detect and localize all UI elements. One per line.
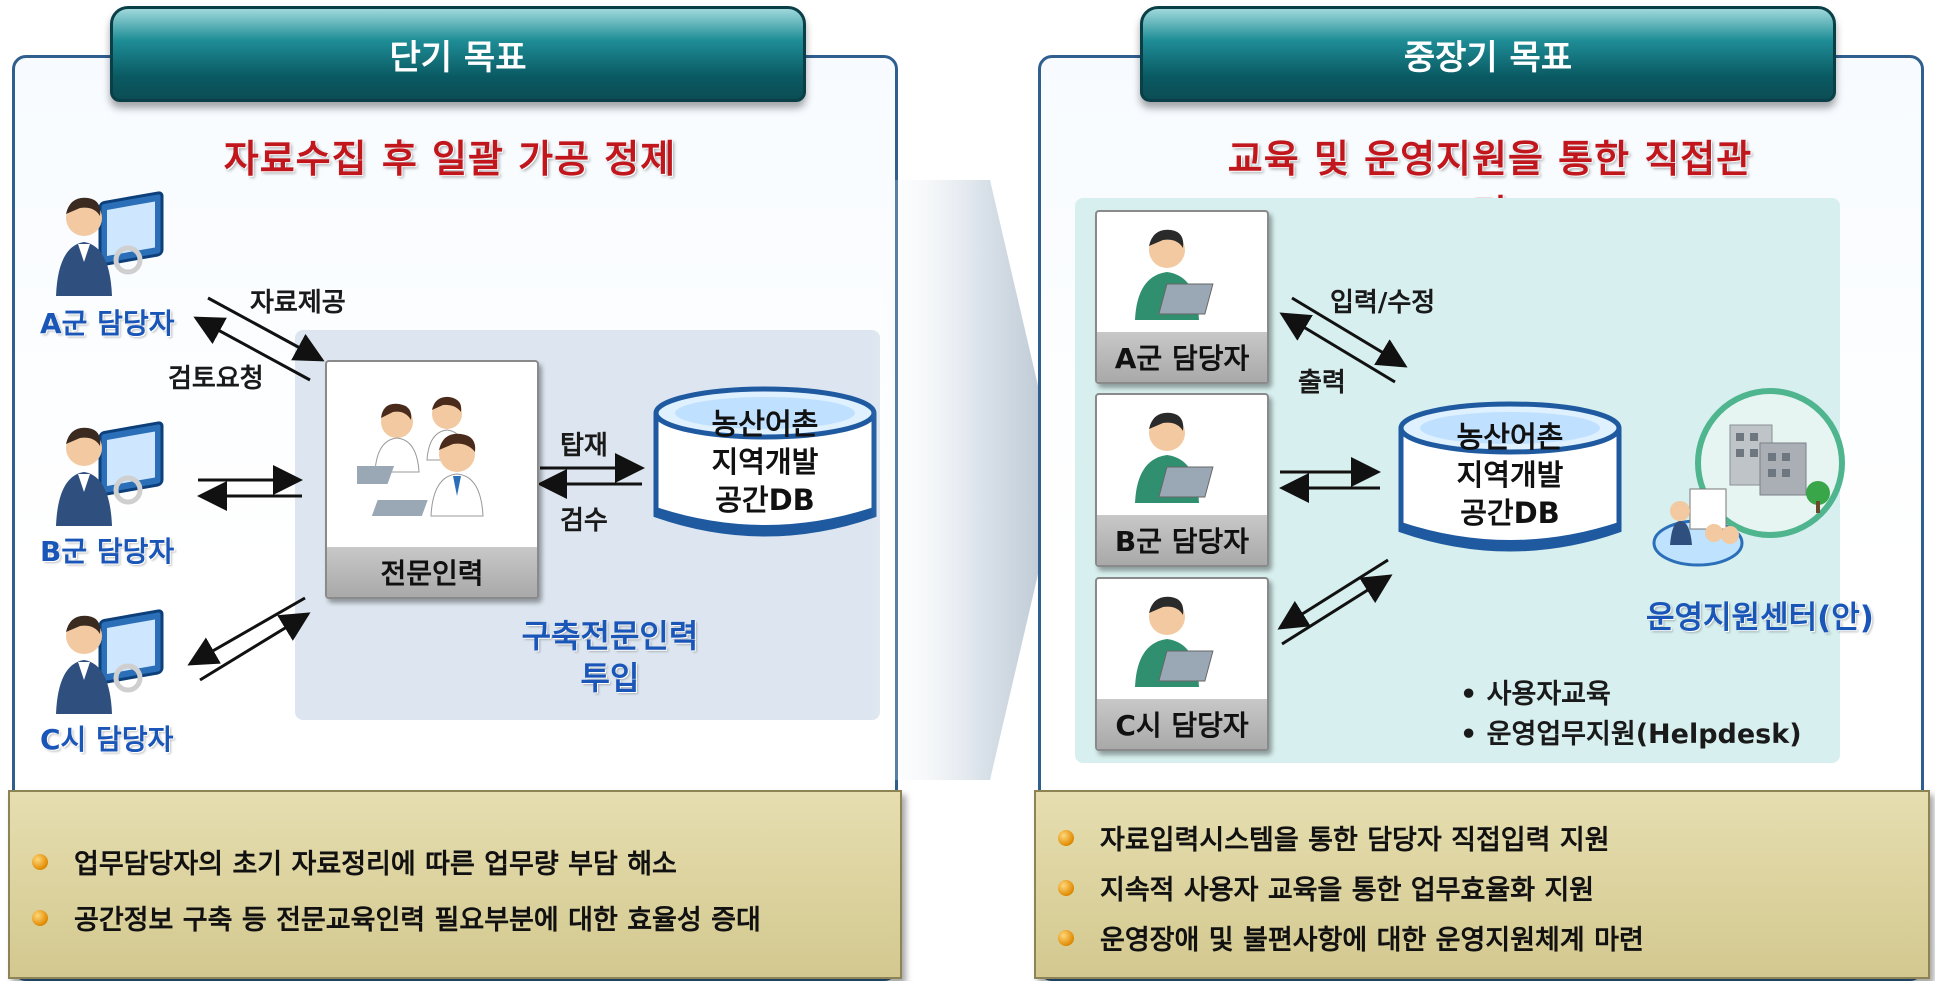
left-db-line-3: 공간DB [715, 483, 815, 517]
expert-team-icon [357, 396, 484, 517]
person-b-label: B군 담당자 [40, 535, 175, 568]
card-a: A군 담당자 [1095, 210, 1269, 384]
output-label: 출력 [1298, 368, 1346, 398]
support-center-label: 운영지원센터(안) [1646, 600, 1874, 636]
expert-card: 전문인력 [325, 360, 539, 599]
right-bullet-2: 지속적 사용자 교육을 통한 업무효율화 지원 [1058, 868, 1594, 907]
expert-input-label: 구축전문인력 투입 [485, 615, 735, 699]
short-term-headline: 자료수집 후 일괄 가공 정제 [223, 137, 677, 181]
left-db-line-2: 지역개발 [711, 445, 819, 479]
bullet-icon [1058, 829, 1074, 846]
bullet-icon [32, 853, 48, 870]
right-bullet-2-text: 지속적 사용자 교육을 통한 업무효율화 지원 [1100, 875, 1595, 906]
inspect-label: 검수 [560, 506, 608, 536]
bullet-icon [32, 909, 48, 926]
right-bullet-1: 자료입력시스템을 통한 담당자 직접입력 지원 [1058, 818, 1610, 857]
expert-input-line-1: 구축전문인력 [521, 617, 699, 655]
review-label: 검토요청 [168, 364, 264, 394]
person-laptop-icon [1135, 229, 1214, 320]
load-label: 탑재 [560, 431, 608, 461]
right-bullet-1-text: 자료입력시스템을 통한 담당자 직접입력 지원 [1100, 825, 1610, 856]
building-icon [1652, 388, 1845, 567]
right-db-label: 농산어촌 지역개발 공간DB [1395, 418, 1625, 532]
database-icon [653, 386, 877, 537]
bullet-icon [1058, 929, 1074, 946]
left-db-line-1: 농산어촌 [711, 407, 819, 441]
service-2: • 운영업무지원(Helpdesk) [1460, 719, 1802, 750]
right-db-line-2: 지역개발 [1456, 458, 1564, 492]
card-a-label: A군 담당자 [1097, 332, 1267, 382]
person-c-label: C시 담당자 [40, 723, 174, 756]
provide-label: 자료제공 [250, 288, 346, 318]
left-db-label: 농산어촌 지역개발 공간DB [650, 405, 880, 519]
expert-card-label: 전문인력 [327, 547, 537, 597]
right-bullet-3-text: 운영장애 및 불편사항에 대한 운영지원체계 마련 [1100, 925, 1644, 956]
right-db-line-1: 농산어촌 [1456, 420, 1564, 454]
card-b-label: B군 담당자 [1097, 515, 1267, 565]
service-1: • 사용자교육 [1460, 679, 1611, 710]
left-bullet-2-text: 공간정보 구축 등 전문교육인력 필요부분에 대한 효율성 증대 [74, 905, 761, 936]
bullet-icon [1058, 879, 1074, 896]
person-a-label: A군 담당자 [40, 307, 175, 340]
right-db-line-3: 공간DB [1460, 496, 1560, 530]
expert-input-line-2: 투입 [580, 659, 640, 697]
card-c-label: C시 담당자 [1097, 699, 1267, 749]
person-laptop-icon [1135, 596, 1214, 687]
person-laptop-icon [1135, 412, 1214, 503]
input-edit-label: 입력/수정 [1330, 288, 1436, 318]
big-arrow-icon [870, 180, 1060, 780]
card-c: C시 담당자 [1095, 577, 1269, 751]
person-computer-icon [56, 191, 164, 296]
mid-long-term-tab: 중장기 목표 [1140, 6, 1836, 102]
person-computer-icon [56, 421, 164, 526]
card-b: B군 담당자 [1095, 393, 1269, 567]
short-term-tab: 단기 목표 [110, 6, 806, 102]
database-icon [1398, 401, 1622, 552]
right-bullet-3: 운영장애 및 불편사항에 대한 운영지원체계 마련 [1058, 918, 1644, 957]
left-bullet-1: 업무담당자의 초기 자료정리에 따른 업무량 부담 해소 [32, 842, 677, 881]
right-bullet-box [1034, 790, 1930, 979]
left-bullet-box [8, 790, 902, 979]
person-computer-icon [56, 609, 164, 714]
left-bullet-1-text: 업무담당자의 초기 자료정리에 따른 업무량 부담 해소 [74, 849, 677, 880]
left-bullet-2: 공간정보 구축 등 전문교육인력 필요부분에 대한 효율성 증대 [32, 898, 761, 937]
